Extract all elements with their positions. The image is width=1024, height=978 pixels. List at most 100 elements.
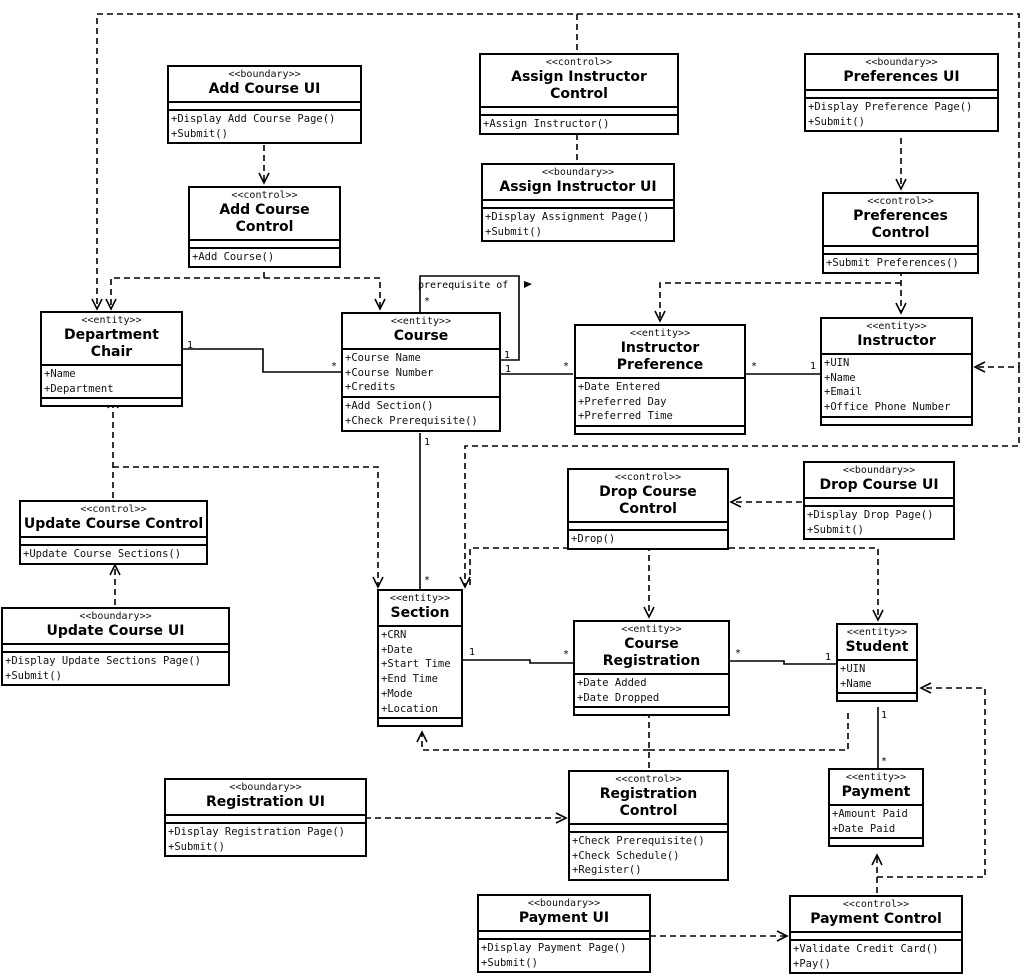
stereotype: <<control>> — [80, 504, 147, 515]
multiplicity: 1 — [810, 361, 816, 372]
operation: +Submit() — [171, 127, 228, 140]
dep-addcoursecontrol-course — [264, 277, 381, 309]
attribute: +Date Paid — [832, 822, 896, 835]
class-update-course-ui: <<boundary>>Update Course UI +Display Up… — [1, 607, 230, 687]
operation: +Display Payment Page() — [481, 942, 627, 954]
stereotype: <<boundary>> — [527, 898, 601, 909]
attribute: +Date — [381, 643, 413, 656]
class-assign-instructor-control: <<control>>Assign Instructor Control +As… — [479, 53, 679, 135]
attribute: +Name — [840, 677, 872, 690]
stereotype: <<control>> — [842, 899, 910, 910]
operation: +Submit() — [808, 115, 865, 128]
attribute: +Credits — [345, 381, 396, 394]
multiplicity: * — [563, 361, 569, 372]
multiplicity: 1 — [881, 710, 887, 721]
operations-compartment: +Display Preference Page()+Submit() — [806, 99, 997, 130]
class-course: <<entity>>Course +Course Name+Course Num… — [341, 312, 501, 432]
attributes-compartment: +Amount Paid+Date Paid — [830, 806, 922, 840]
attributes-compartment — [483, 201, 673, 209]
arrowhead — [643, 606, 655, 619]
arrowhead — [895, 302, 907, 315]
operation: +Display Add Course Page() — [171, 113, 336, 125]
attribute: +Date Entered — [578, 381, 661, 393]
arrowhead — [372, 576, 384, 589]
stereotype: <<boundary>> — [228, 69, 301, 80]
multiplicity: 1 — [187, 340, 193, 351]
attribute: +Department — [44, 382, 114, 395]
arrowhead — [871, 853, 883, 866]
operations-compartment: +Update Course Sections() — [21, 546, 206, 563]
arrowhead — [895, 178, 907, 191]
class-name: Student — [845, 639, 909, 655]
class-name: Registration Control — [599, 786, 698, 819]
operation: +Assign Instructor() — [483, 118, 610, 130]
stereotype: <<entity>> — [845, 772, 907, 783]
operation: +Display Registration Page() — [168, 826, 346, 838]
operation: +Add Course() — [192, 251, 275, 263]
attribute: +Date Dropped — [577, 691, 660, 704]
assoc-course-prerequisite-self — [419, 275, 520, 361]
class-preferences-control: <<control>>Preferences Control +Submit P… — [822, 192, 979, 274]
operation: +Submit() — [807, 523, 864, 536]
dep-updatecontrol-section — [113, 466, 379, 587]
multiplicity: * — [563, 649, 569, 660]
stereotype: <<boundary>> — [865, 57, 938, 68]
attributes-compartment: +Course Name+Course Number+Credits — [343, 350, 499, 399]
dep-dropcontrol-student — [649, 547, 879, 620]
attribute: +Location — [381, 702, 438, 715]
stereotype: <<control>> — [615, 774, 682, 785]
arrowhead — [729, 496, 742, 508]
operation: +Submit Preferences() — [826, 257, 959, 269]
attributes-compartment — [824, 247, 977, 255]
stereotype: <<control>> — [231, 190, 298, 201]
stereotype: <<boundary>> — [541, 167, 615, 178]
dep-paymentcontrol-student — [877, 687, 986, 878]
class-name: Course Registration — [602, 636, 701, 669]
class-payment-control: <<control>>Payment Control +Validate Cre… — [789, 895, 963, 975]
multiplicity: * — [331, 361, 337, 372]
assoc-section-registration — [462, 659, 573, 664]
attributes-compartment — [21, 538, 206, 546]
attributes-compartment — [806, 91, 997, 99]
stereotype: <<entity>> — [621, 624, 682, 635]
stereotype: <<control>> — [867, 196, 934, 207]
multiplicity: 1 — [505, 364, 511, 375]
operation: +Display Drop Page() — [807, 509, 934, 521]
operation: +Display Assignment Page() — [485, 211, 650, 223]
class-payment: <<entity>>Payment +Amount Paid+Date Paid — [828, 768, 924, 848]
class-add-course-control: <<control>>Add Course Control +Add Cours… — [188, 186, 341, 268]
class-name: Department Chair — [64, 327, 159, 360]
multiplicity: * — [424, 296, 430, 307]
arrowhead — [776, 930, 789, 942]
attributes-compartment: +Date Added+Date Dropped — [575, 675, 728, 709]
class-name: Assign Instructor Control — [511, 69, 647, 102]
class-student: <<entity>>Student +UIN+Name — [836, 623, 918, 703]
class-name: Add Course UI — [208, 81, 321, 97]
operations-compartment — [42, 399, 181, 405]
dep-assigncontrol-section — [464, 367, 1020, 587]
class-name: Instructor — [857, 333, 936, 349]
operations-compartment — [830, 839, 922, 845]
class-name: Payment — [841, 784, 911, 800]
stereotype: <<entity>> — [390, 316, 452, 327]
class-drop-course-ui: <<boundary>>Drop Course UI +Display Drop… — [803, 461, 955, 541]
operations-compartment: +Submit Preferences() — [824, 255, 977, 272]
multiplicity: * — [751, 361, 757, 372]
attribute: +Office Phone Number — [824, 401, 951, 414]
attribute: +Preferred Day — [578, 395, 667, 408]
class-name: Assign Instructor UI — [499, 179, 657, 195]
dep-prefcontrol-instructorpref — [659, 282, 901, 321]
multiplicity: * — [424, 575, 430, 586]
class-name: Drop Course Control — [599, 484, 697, 517]
stereotype: <<entity>> — [846, 627, 908, 638]
class-course-registration: <<entity>>Course Registration +Date Adde… — [573, 620, 730, 717]
operation: +Submit() — [5, 669, 62, 682]
attribute: +Name — [44, 368, 76, 380]
attributes-compartment — [479, 932, 649, 940]
role-label-prerequisite: prerequisite of — [418, 280, 508, 291]
class-name: Payment Control — [810, 911, 942, 927]
class-preferences-ui: <<boundary>>Preferences UI +Display Pref… — [804, 53, 999, 133]
attributes-compartment — [570, 825, 727, 833]
operations-compartment — [575, 708, 728, 714]
